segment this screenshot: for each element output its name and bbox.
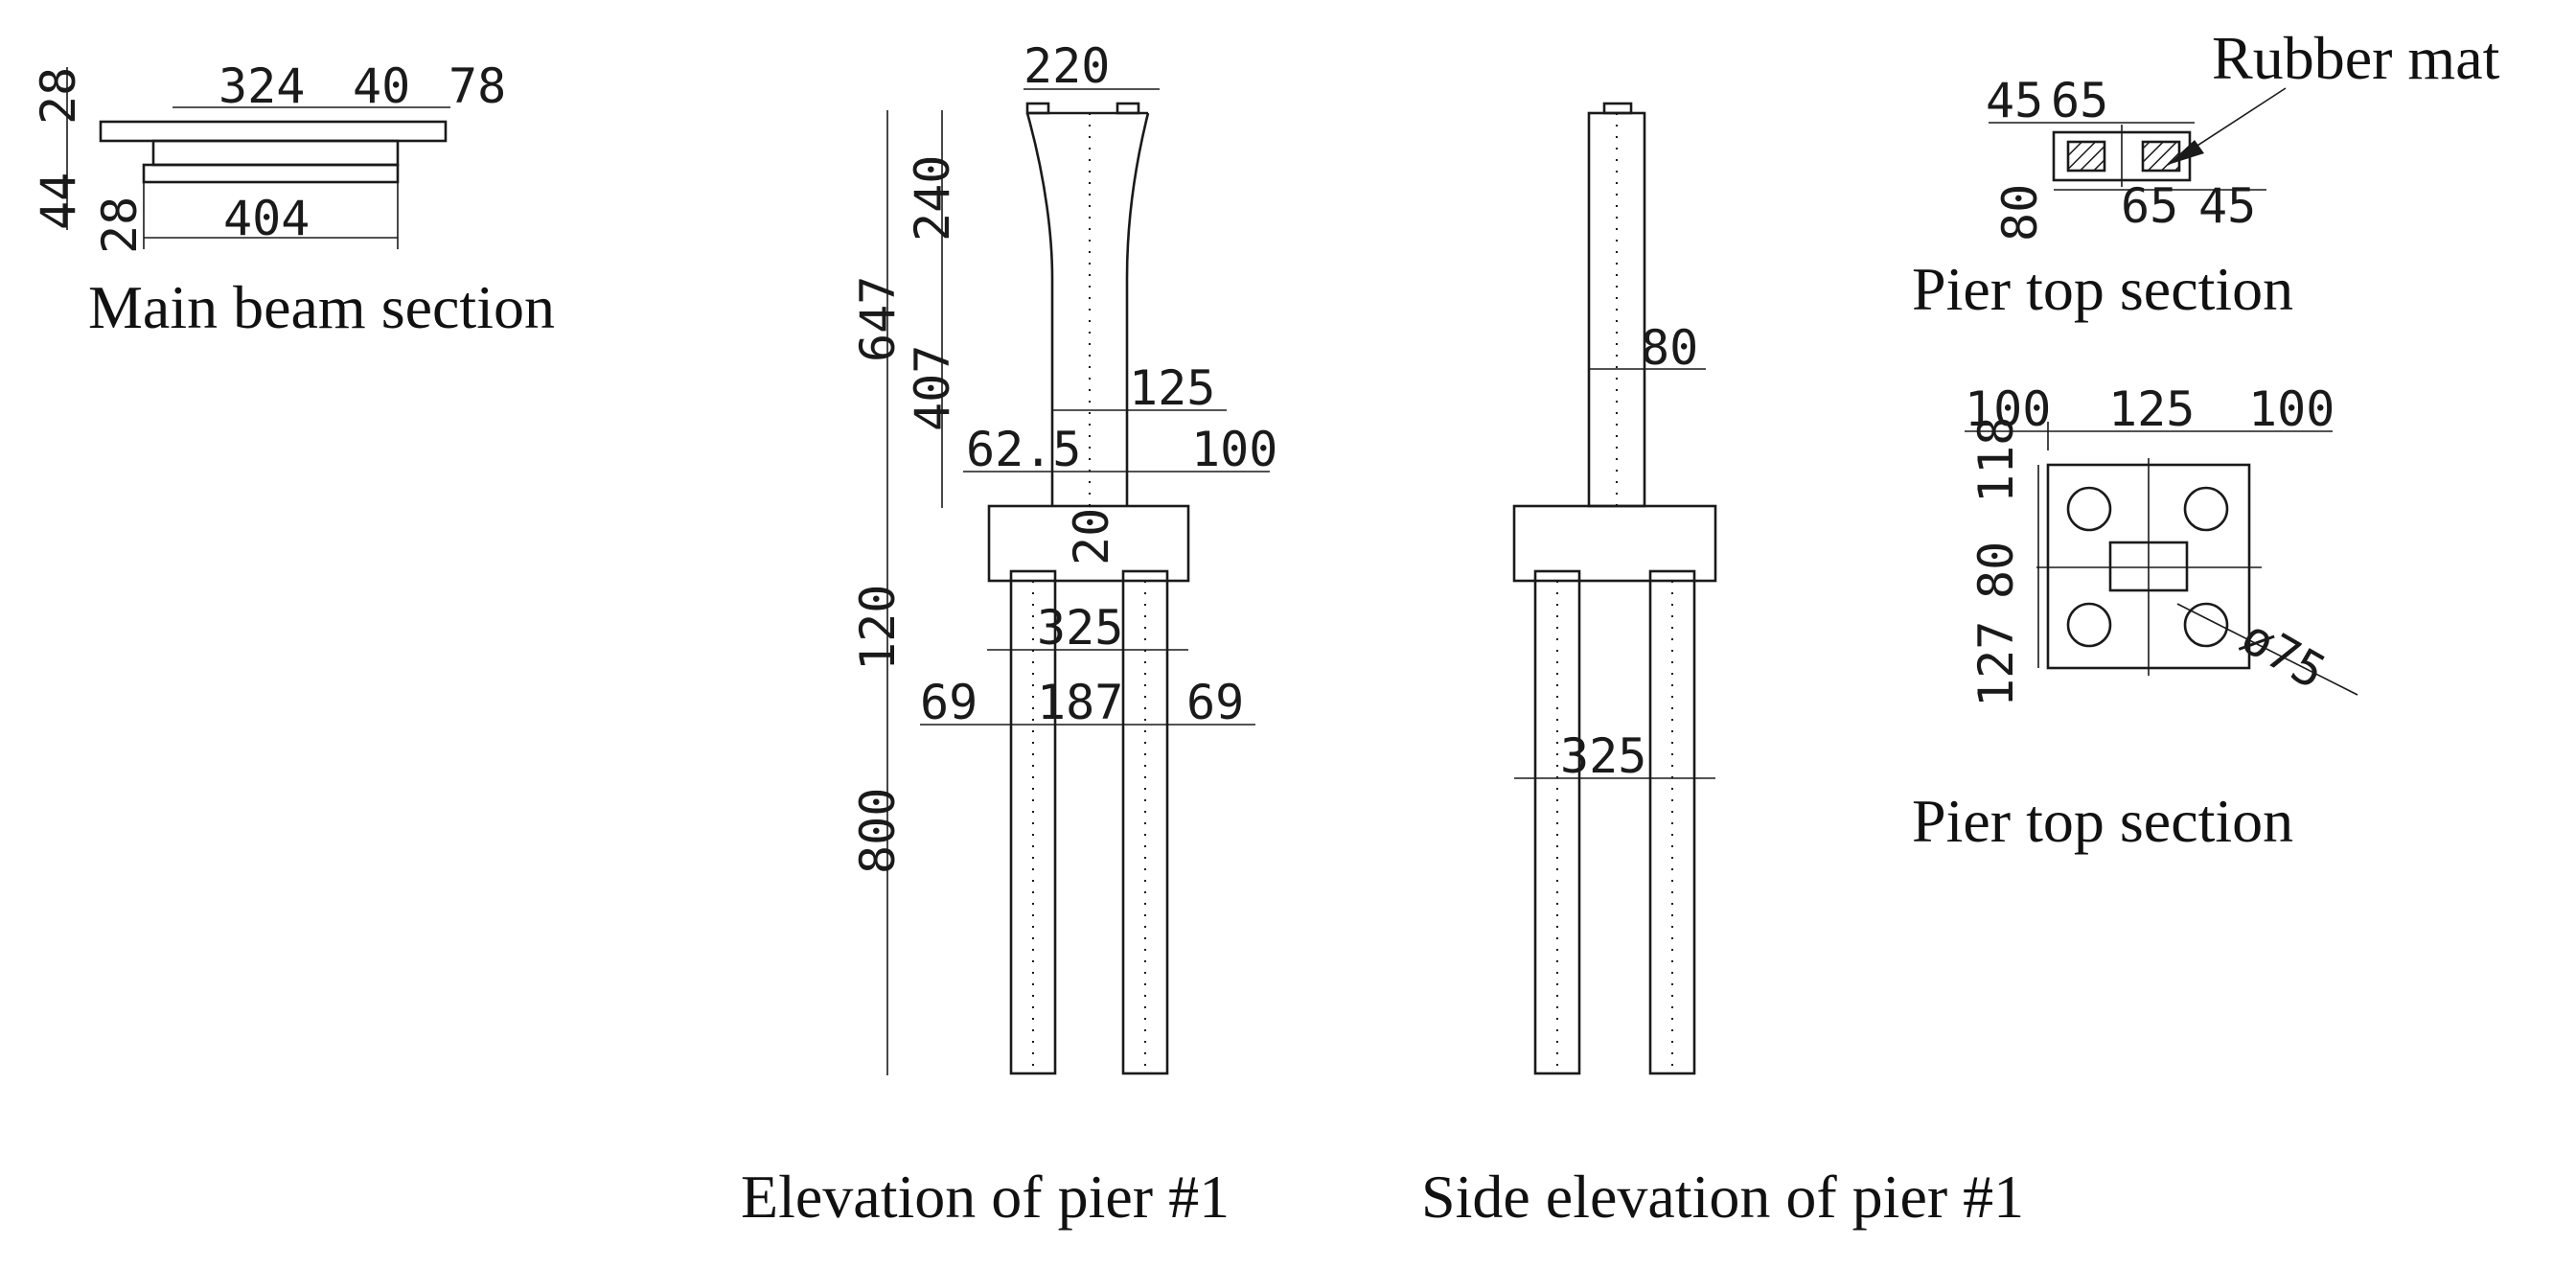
footing-dim-left: 100	[1965, 381, 2051, 437]
caption-main-beam: Main beam section	[88, 273, 555, 341]
pier-elevation: 220 240 647 407 125 62.5 100 20 120 325 …	[741, 38, 1277, 1231]
dim-offset-left: 62.5	[966, 422, 1081, 477]
beam-web	[151, 139, 400, 167]
dim-flare-height: 240	[905, 155, 960, 242]
pier-top-section: 45 65 65 45 80 Rubber mat Pier top secti…	[1912, 24, 2500, 323]
side-pile-cap	[1512, 504, 1717, 583]
footing-dim-right: 100	[2248, 381, 2334, 437]
dim-total-height: 647	[850, 276, 906, 362]
beam-top-flange	[99, 120, 448, 143]
beam-dim-top-right: 78	[448, 58, 506, 114]
caption-elevation: Elevation of pier #1	[741, 1163, 1230, 1231]
dim-cap-gap: 20	[1064, 508, 1119, 565]
pier-side-elevation: 80 325 Side elevation of pier #1	[1421, 102, 2024, 1231]
pile-circle-bottom-left	[2066, 602, 2112, 648]
footing-plan-section: 100 125 100 118 80 127 ø75 Pier top sect…	[1912, 381, 2358, 855]
side-bearing-plate	[1602, 102, 1633, 115]
footing-column-outline	[2108, 541, 2189, 592]
pile-cap	[987, 504, 1190, 583]
rubber-mat-right	[2141, 140, 2181, 173]
beam-bottom-flange	[142, 163, 400, 184]
dim-cap-height: 120	[850, 585, 906, 671]
side-dim-shaft-width: 80	[1641, 320, 1698, 376]
dim-edge-right: 69	[1186, 675, 1244, 730]
footing-dim-top: 118	[1968, 417, 2024, 503]
beam-dim-top-total: 324	[218, 58, 305, 114]
beam-dim-web: 44	[31, 173, 86, 230]
pile-left	[1009, 569, 1057, 1075]
pier-top-dim-left: 45	[1986, 73, 2043, 128]
dim-shaft-width: 125	[1129, 360, 1215, 416]
dim-offset-right: 100	[1191, 422, 1277, 477]
footing-dim-bottom: 127	[1968, 621, 2024, 707]
main-beam-section: 324 40 78 28 44 28 404 Main beam section	[31, 58, 555, 341]
rubber-mat-left	[2066, 140, 2106, 173]
dim-pile-span: 325	[1037, 600, 1123, 656]
beam-dim-bottom: 404	[223, 191, 310, 246]
pier-top-dim-right-mid: 65	[2121, 178, 2178, 234]
footing-dim-pile-diameter: ø75	[2232, 609, 2334, 700]
side-dim-pile-span: 325	[1560, 728, 1646, 784]
pile-circle-top-right	[2183, 486, 2229, 532]
beam-dim-bottom-flange: 28	[92, 196, 148, 254]
bearing-plate-left	[1025, 102, 1050, 115]
dim-pile-length: 800	[850, 788, 906, 874]
pier-top-dim-right: 45	[2198, 178, 2256, 234]
dim-edge-left: 69	[920, 675, 978, 730]
pile-circle-bottom-right	[2183, 602, 2229, 648]
bearing-plate-right	[1116, 102, 1140, 115]
footing-dim-mid-v: 80	[1968, 542, 2024, 599]
pile-right	[1121, 569, 1169, 1075]
pier-column-left-edge	[1025, 112, 1054, 506]
dim-shaft-height: 407	[905, 345, 960, 431]
pile-diameter-leader	[2176, 603, 2358, 696]
dim-top-width: 220	[1024, 38, 1110, 94]
side-pile-right	[1648, 569, 1696, 1075]
pile-circle-top-left	[2066, 486, 2112, 532]
dim-pile-spacing: 187	[1037, 675, 1123, 730]
caption-pier-top-1: Pier top section	[1912, 255, 2293, 323]
pier-column-right-edge	[1125, 112, 1150, 506]
rubber-mat-arrow	[2168, 140, 2204, 165]
caption-side-elevation: Side elevation of pier #1	[1421, 1163, 2024, 1231]
side-pile-left	[1533, 569, 1581, 1075]
footing-dim-mid: 125	[2108, 381, 2195, 437]
beam-dim-top-mid: 40	[353, 58, 410, 114]
caption-rubber-mat: Rubber mat	[2212, 24, 2500, 92]
beam-dim-flange: 28	[31, 67, 86, 125]
caption-pier-top-2: Pier top section	[1912, 787, 2293, 855]
pier-top-dim-left-mid: 65	[2051, 73, 2108, 128]
pier-top-dim-height: 80	[1992, 184, 2048, 242]
